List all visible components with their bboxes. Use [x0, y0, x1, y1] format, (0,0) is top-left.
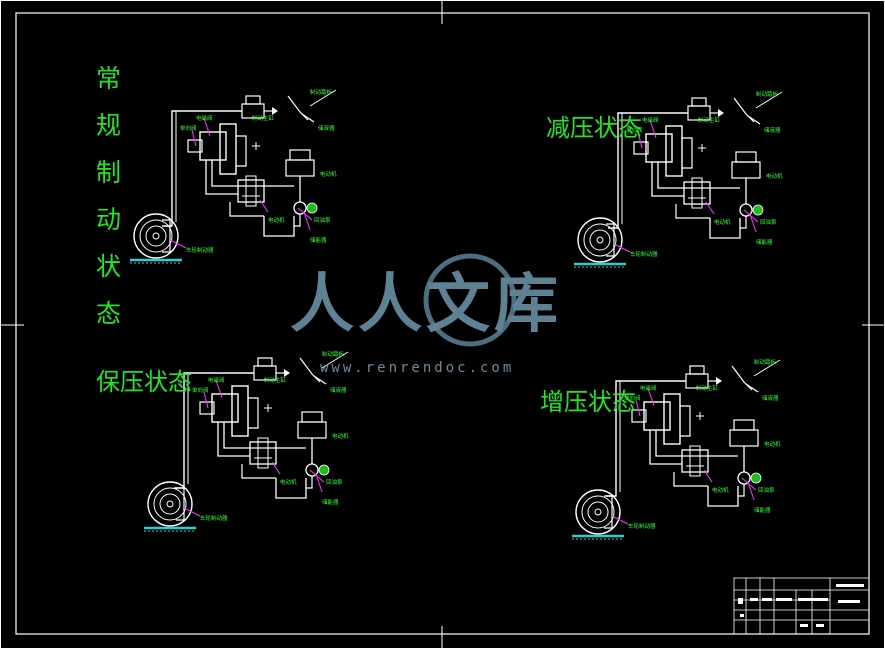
watermark: 人人文库 www.renrendoc.com	[290, 253, 562, 376]
title-hold: 保压状态	[96, 368, 192, 396]
title-normal-char-4: 状	[96, 252, 121, 281]
title-normal-vertical: 常 规 制 动 状 态	[96, 64, 121, 328]
title-increase: 增压状态	[540, 388, 636, 416]
title-decompress: 减压状态	[546, 114, 642, 142]
watermark-logo-ring	[423, 253, 517, 347]
schematic-normal	[128, 87, 338, 265]
watermark-url: www.renrendoc.com	[320, 360, 514, 376]
title-normal-char-2: 制	[96, 158, 121, 187]
title-normal-char-3: 动	[96, 205, 121, 234]
watermark-text: 人人文库	[290, 268, 562, 342]
schematic-increase	[570, 357, 782, 541]
title-block	[733, 577, 870, 635]
title-normal-char-5: 态	[96, 299, 121, 328]
title-normal-char-0: 常	[96, 64, 121, 93]
title-normal-char-1: 规	[96, 111, 121, 140]
